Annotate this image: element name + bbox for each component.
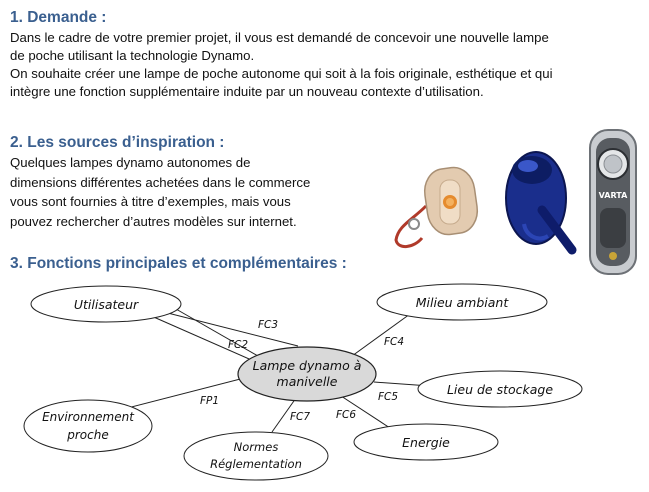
section-2-line: dimensions différentes achetées dans le …: [10, 174, 311, 190]
section-1-line: Dans le cadre de votre premier projet, i…: [10, 30, 549, 45]
link-fp1-label: FP1: [200, 395, 219, 407]
link-fc4-label: FC4: [384, 336, 404, 348]
link-fc2-line: [161, 300, 259, 357]
link-fc6-line: [337, 393, 391, 429]
node-energie: [353, 423, 499, 461]
link-fc3-label: FC3: [258, 319, 278, 331]
node-normes: [183, 431, 329, 481]
node-environnement-label-1: Environnement: [42, 410, 135, 424]
section-1-line: On souhaite créer une lampe de poche aut…: [10, 66, 553, 81]
section-2-line: Quelques lampes dynamo autonomes de: [10, 155, 251, 170]
section-2-title: 2. Les sources d’inspiration :: [10, 134, 225, 151]
section-1-title: 1. Demande :: [10, 9, 107, 26]
link-fc6-label: FC6: [336, 409, 356, 421]
keychain-lamp-image: [394, 166, 479, 248]
node-stockage-label: Lieu de stockage: [447, 382, 553, 397]
node-lieu-de-stockage: [417, 370, 583, 408]
link-fc2-line-b: [139, 310, 257, 363]
node-environnement-label-2: proche: [66, 428, 108, 442]
center-node-label-1: Lampe dynamo à: [253, 358, 362, 373]
section-3-title: 3. Fonctions principales et complémentai…: [10, 255, 347, 272]
link-fc7-line: [271, 397, 297, 433]
center-node-label-2: manivelle: [277, 374, 338, 389]
varta-brand-label: VARTA: [599, 191, 628, 200]
link-fc3-line: [147, 307, 299, 347]
node-utilisateur-label: Utilisateur: [74, 297, 139, 312]
link-fc5-label: FC5: [378, 391, 398, 403]
node-normes-label-1: Normes: [234, 440, 279, 454]
link-fc4-line: [351, 313, 411, 357]
node-utilisateur: [30, 285, 182, 323]
link-fc7-label: FC7: [290, 411, 310, 423]
section-1-line: intègre une fonction supplémentaire indu…: [10, 84, 484, 99]
function-diagram: Lampe dynamo à manivelle Utilisateur Mil…: [23, 283, 583, 481]
node-environnement: [23, 399, 153, 453]
blue-dynamo-lamp-image: [505, 151, 577, 255]
node-milieu-label: Milieu ambiant: [416, 295, 510, 310]
section-2-text: Quelques lampes dynamo autonomes de dime…: [10, 153, 310, 231]
link-fp1-line: [111, 375, 253, 413]
section-2-line: vous sont fournies à titre d’exemples, m…: [10, 194, 291, 209]
section-1-text: Dans le cadre de votre premier projet, i…: [10, 29, 553, 101]
varta-lamp-image: VARTA: [589, 129, 637, 275]
node-normes-label-2: Réglementation: [210, 457, 302, 471]
node-energie-label: Energie: [402, 435, 450, 450]
section-1-line: de poche utilisant la technologie Dynamo…: [10, 48, 255, 63]
center-node: [237, 346, 377, 402]
section-2-line: pouvez rechercher d’autres modèles sur i…: [10, 213, 297, 229]
link-fc2-label: FC2: [228, 339, 248, 351]
node-milieu-ambiant: [376, 283, 548, 321]
